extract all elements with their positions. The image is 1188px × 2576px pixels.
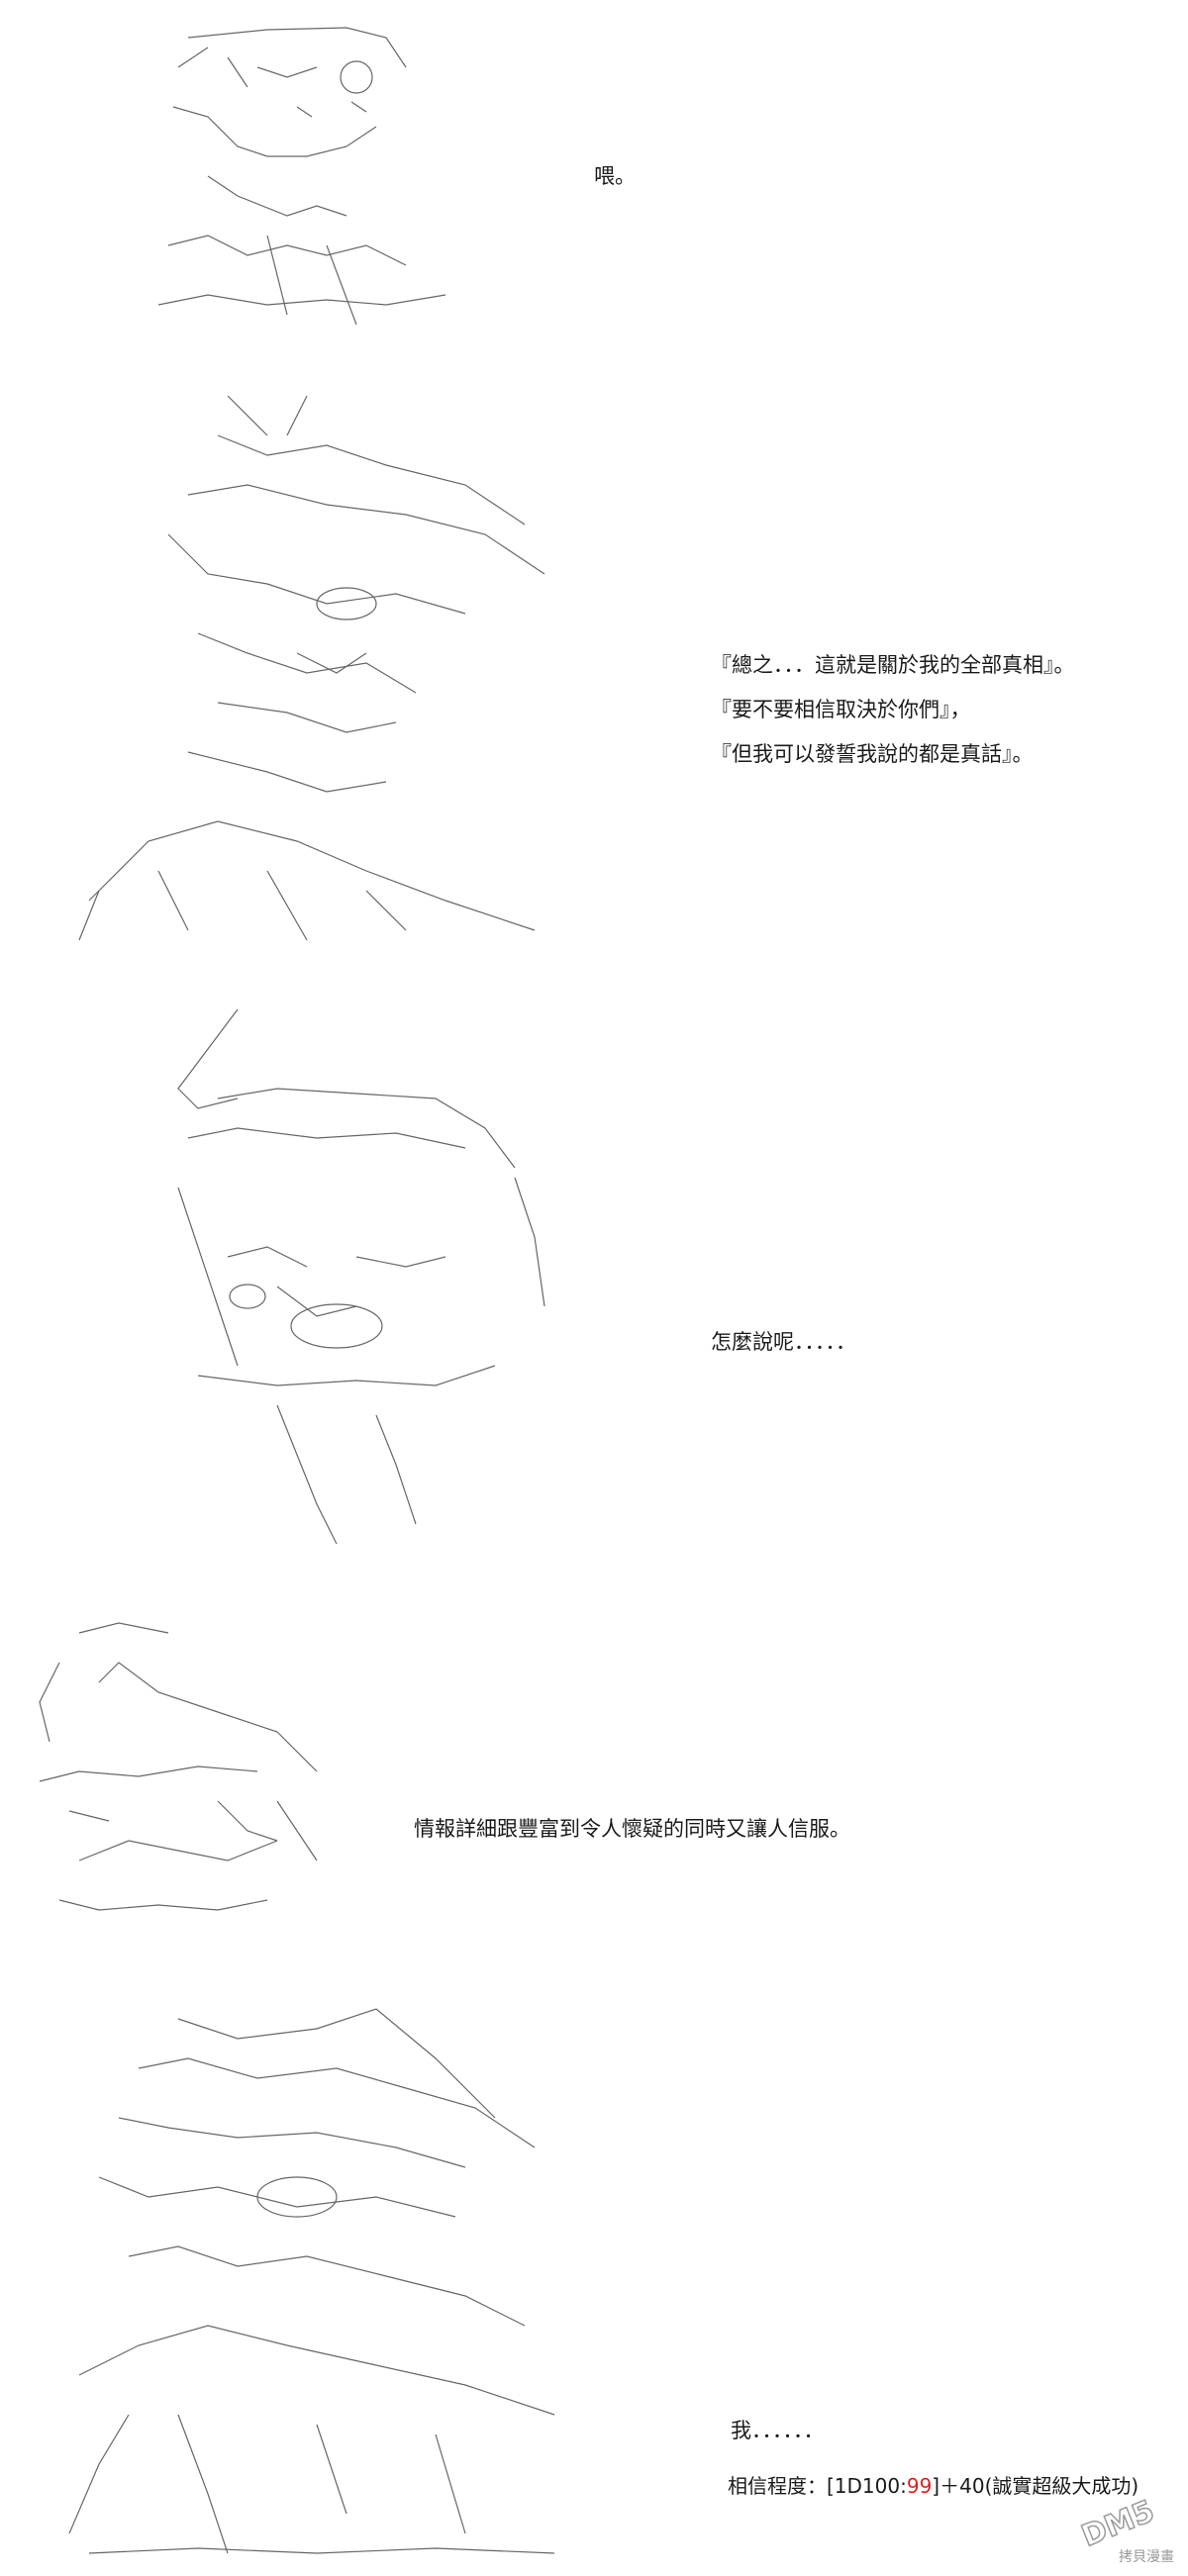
dice-value: 99 (906, 2474, 933, 2498)
panel-5: 我．．．．．． 相信程度：[1D100:99]＋40(誠實超級大成功) (0, 1989, 1188, 2573)
panel-2: 『總之．．．這就是關於我的全部真相』。 『要不要相信取決於你們』， 『但我可以發… (0, 366, 1188, 960)
roll-label: 相信程度： (728, 2474, 827, 2498)
roll-outcome: (誠實超級大成功) (984, 2474, 1139, 2498)
dice-open: [1D100: (827, 2474, 907, 2498)
panel-1: 喂。 (0, 0, 1188, 346)
ascii-art-figure-1 (148, 8, 505, 334)
dm5-logo-icon: DM5 (1076, 2493, 1160, 2554)
watermark: DM5 拷貝漫畫 (1071, 2489, 1178, 2568)
speech-text: 情報詳細跟豐富到令人懷疑的同時又讓人信服。 (414, 1819, 850, 1840)
speech-text: 怎麼說呢．．．．． (711, 1332, 856, 1353)
ascii-art-figure-5 (59, 1999, 614, 2563)
ascii-art-figure-4 (20, 1603, 337, 1950)
speech-line: 怎麼說呢．．．．． (711, 1330, 856, 1354)
speech-line: 我．．．．．． (731, 2419, 825, 2442)
speech-line: 喂。 (594, 164, 636, 188)
speech-text: 我．．．．．． (731, 2421, 825, 2441)
dice-close: ] (932, 2474, 940, 2498)
speech-line: 『總之．．．這就是關於我的全部真相』。 (711, 653, 1075, 677)
panel-4: 情報詳細跟豐富到令人懷疑的同時又讓人信服。 (0, 1593, 1188, 1969)
speech-line: 『要不要相信取決於你們』， (711, 698, 971, 721)
panel-3: 怎麼說呢．．．．． (0, 980, 1188, 1574)
speech-text: 『總之．．．這就是關於我的全部真相』。 『要不要相信取決於你們』， 『但我可以發… (711, 655, 1075, 765)
watermark-site: 拷貝漫畫 (1119, 2549, 1174, 2565)
ascii-art-figure-2 (69, 376, 624, 950)
roll-bonus: ＋40 (940, 2474, 985, 2498)
speech-line: 『但我可以發誓我說的都是真話』。 (711, 742, 1034, 766)
logo-text: DM5 (1077, 2494, 1159, 2548)
speech-text: 喂。 (594, 166, 636, 187)
ascii-art-figure-3 (158, 990, 594, 1564)
dice-roll-result: 相信程度：[1D100:99]＋40(誠實超級大成功) (728, 2470, 1138, 2499)
speech-line: 情報詳細跟豐富到令人懷疑的同時又讓人信服。 (414, 1817, 850, 1841)
